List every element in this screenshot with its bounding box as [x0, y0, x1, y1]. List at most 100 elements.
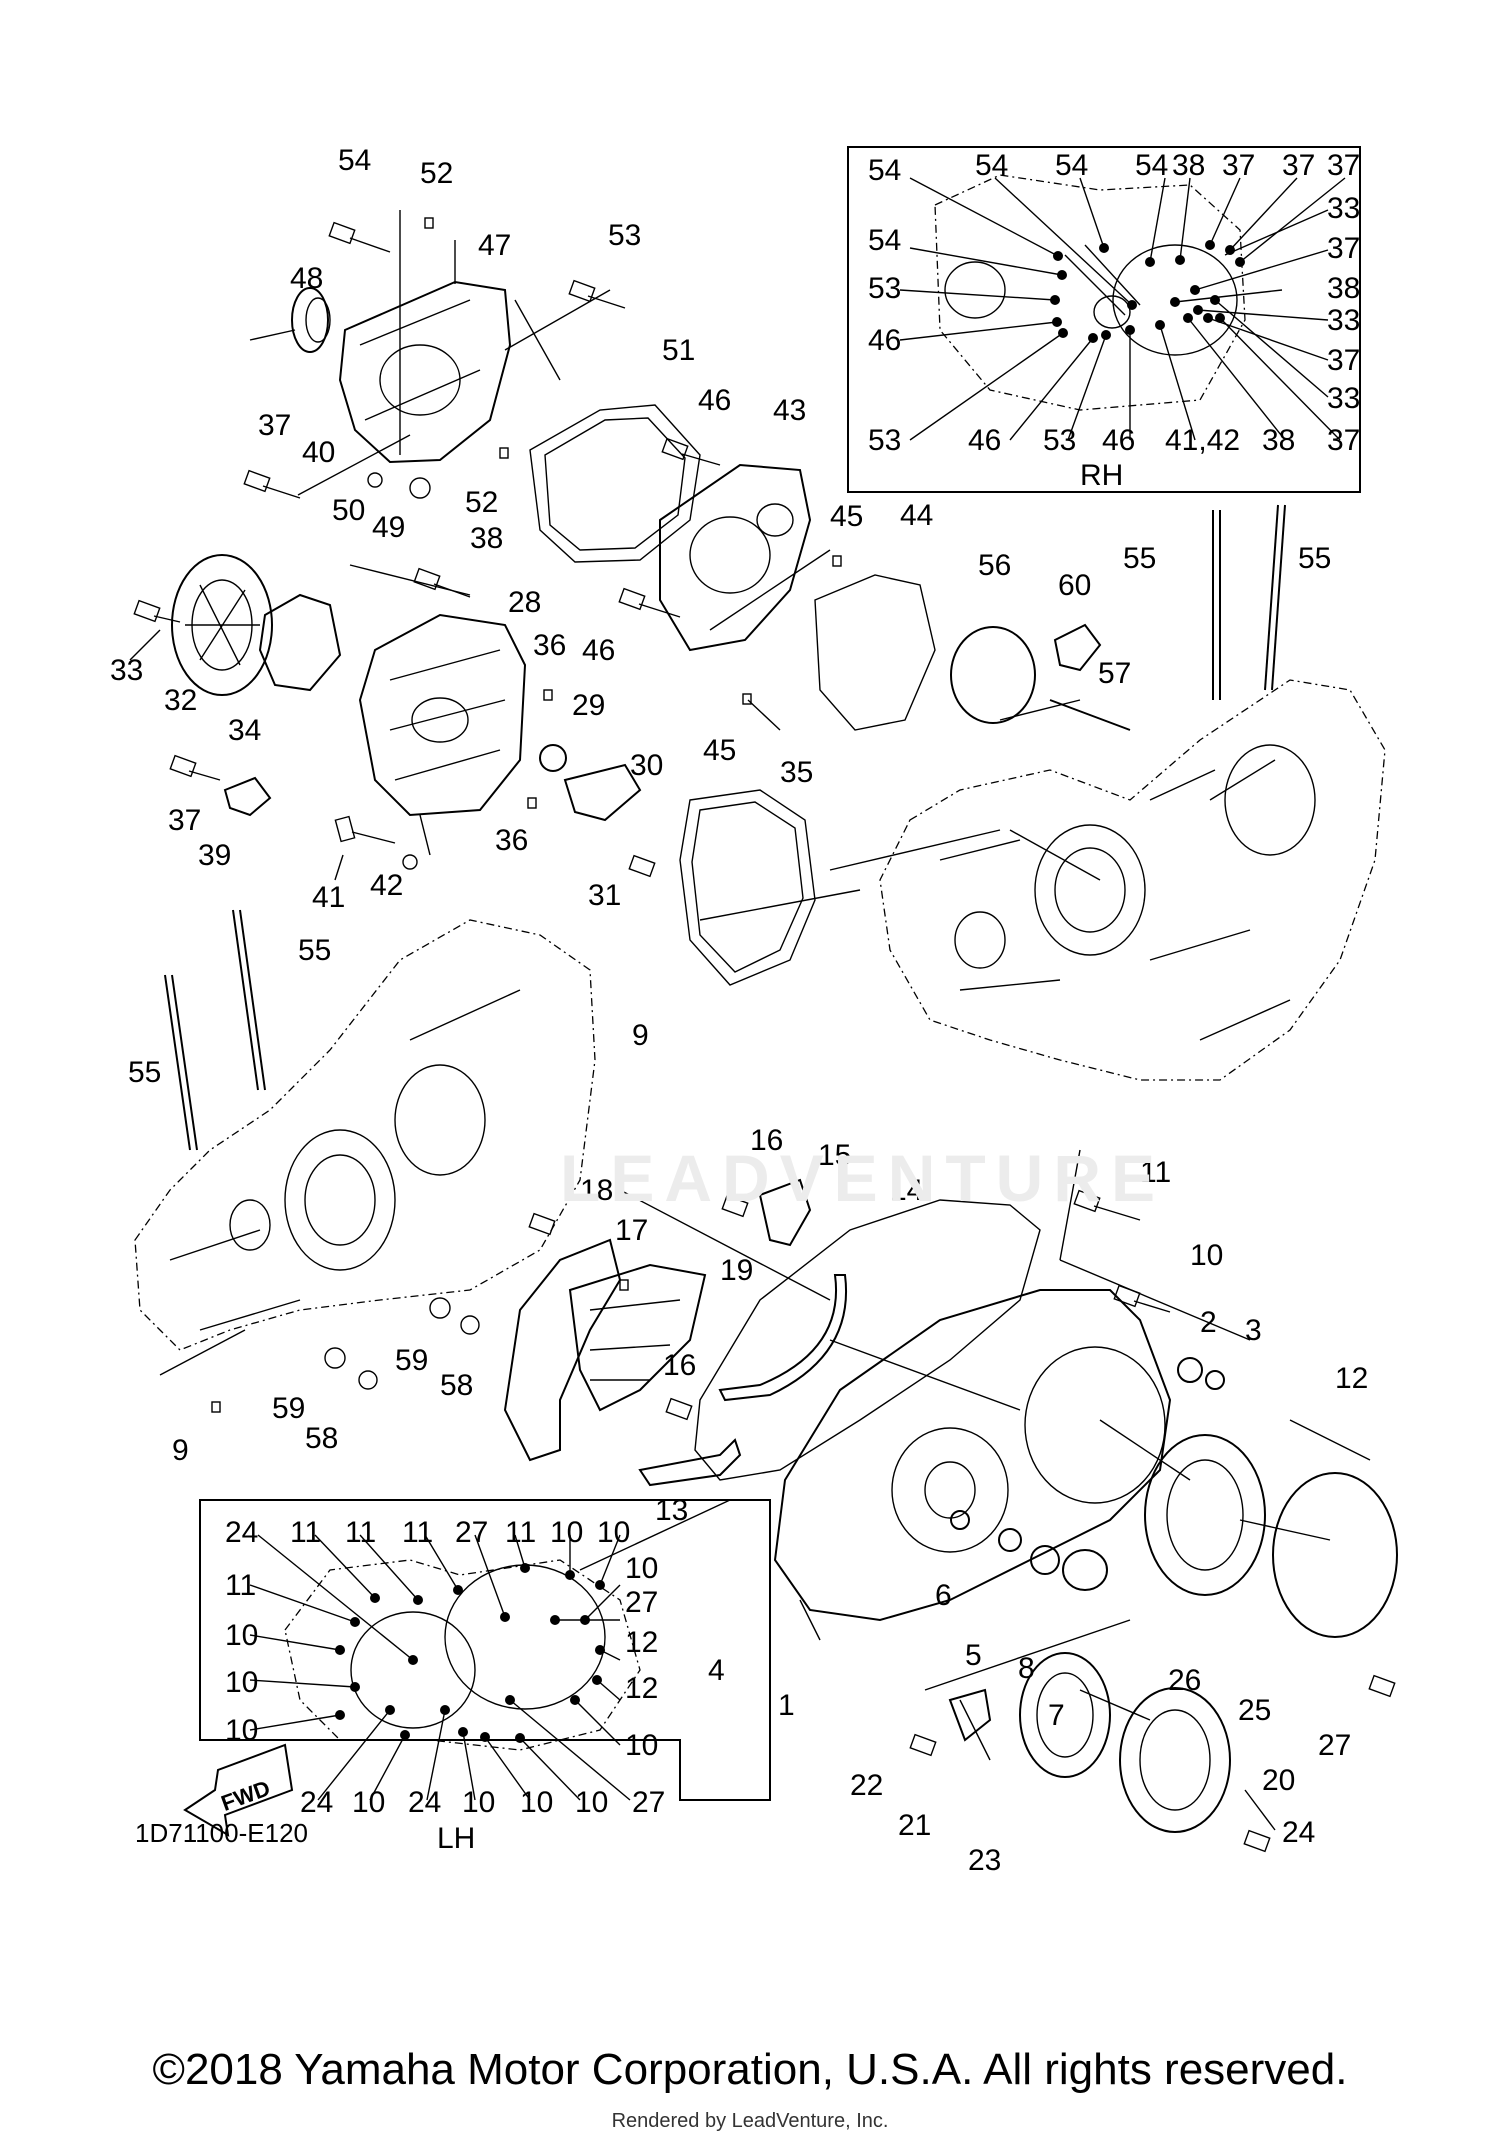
callout: 46	[582, 634, 615, 667]
callout: 30	[630, 749, 663, 782]
callout: 38	[470, 522, 503, 555]
left-crankcase-outline	[134, 919, 596, 1351]
lh-callout: 11	[225, 1569, 256, 1602]
callout: 55	[128, 1056, 161, 1089]
lh-callout: 24	[225, 1516, 258, 1549]
part-15-bracket	[758, 1178, 812, 1247]
right-crankcase	[879, 679, 1386, 1081]
lh-callout: 10	[575, 1786, 608, 1819]
lh-inset: 24 11 11 11 27 11 10 10 11 10 27 10 12 1…	[183, 1499, 771, 1855]
callout: 42	[370, 869, 403, 902]
callout: 51	[662, 334, 695, 367]
callout: 39	[198, 839, 231, 872]
part-5-plug	[998, 1528, 1022, 1552]
rh-inset: 54 54 54 54 38 37 37 37 33 54 37 53 38 3…	[847, 146, 1361, 493]
callout: 34	[228, 714, 261, 747]
rh-callout: 53	[868, 272, 901, 305]
part-1-crankcase-cover	[773, 1289, 1172, 1622]
lh-callout: 10	[225, 1619, 258, 1652]
callout: 55	[1123, 542, 1156, 575]
callout: 11	[1140, 1156, 1171, 1189]
callout: 7	[1048, 1699, 1065, 1732]
right-crankcase-outline	[879, 679, 1386, 1081]
lh-callout: 11	[505, 1516, 536, 1549]
part-13-guide	[638, 1438, 742, 1487]
callout: 37	[258, 409, 291, 442]
callout: 37	[168, 804, 201, 837]
callout: 55	[298, 934, 331, 967]
callout: 45	[830, 500, 863, 533]
callout: 18	[580, 1174, 613, 1207]
rh-callout: 41,42	[1165, 424, 1240, 457]
lower-cover-assembly	[159, 1149, 1398, 1853]
watermark: LEADVENTURE	[560, 1141, 1166, 1215]
callout: 49	[372, 511, 405, 544]
lh-callout: 12	[625, 1672, 658, 1705]
part-48-seal	[291, 287, 329, 353]
rh-callout: 33	[1327, 382, 1360, 415]
part-8-oring	[1030, 1545, 1060, 1575]
part-60	[1053, 623, 1102, 672]
part-28-housing	[358, 613, 527, 817]
part-7-plug	[1062, 1549, 1108, 1591]
callout: 58	[440, 1369, 473, 1402]
part-6	[950, 1510, 970, 1530]
rh-callout: 37	[1282, 149, 1315, 182]
lh-callout: 10	[625, 1729, 658, 1762]
part-43-cover	[659, 463, 812, 652]
lh-callout: 27	[455, 1516, 488, 1549]
rh-callout: 53	[1043, 424, 1076, 457]
part-21-plate	[948, 1688, 992, 1742]
callout: 2	[1200, 1306, 1217, 1339]
lh-callout: 10	[352, 1786, 385, 1819]
callout: 47	[478, 229, 511, 262]
callout: 28	[508, 586, 541, 619]
part-44-gasket	[814, 574, 936, 731]
part-20-cover	[1119, 1687, 1231, 1833]
callout: 41	[312, 881, 345, 914]
rh-case-outline	[934, 174, 1246, 411]
lh-callout: 27	[625, 1586, 658, 1619]
part-39-clamp	[223, 776, 272, 817]
callout: 54	[338, 144, 371, 177]
lh-callout: 11	[345, 1516, 376, 1549]
part-19-guide	[568, 1263, 707, 1412]
callouts: 54 52 53 47 48 51 46 43 37 40 50 49 52 4…	[110, 144, 1368, 1877]
rh-callout: 46	[1102, 424, 1135, 457]
lh-callout: 10	[225, 1714, 258, 1747]
callout: 55	[1298, 542, 1331, 575]
lh-inset-label: LH	[437, 1822, 475, 1855]
rh-callout: 37	[1327, 149, 1360, 182]
copyright-notice: ©2018 Yamaha Motor Corporation, U.S.A. A…	[152, 2045, 1348, 2094]
rh-callout: 54	[1135, 149, 1168, 182]
rh-callout: 37	[1327, 344, 1360, 377]
rh-cover-circle	[1112, 244, 1238, 356]
callout: 16	[750, 1124, 783, 1157]
callout: 9	[172, 1434, 189, 1467]
part-47-cover	[338, 280, 512, 464]
callout: 14	[890, 1174, 923, 1207]
rh-inset-label: RH	[1080, 459, 1123, 492]
part-23-ring	[1019, 1652, 1111, 1778]
callout: 24	[1282, 1816, 1315, 1849]
part-29-seal	[539, 744, 567, 772]
callout: 40	[302, 436, 335, 469]
rh-callout: 38	[1327, 272, 1360, 305]
lh-callout: 10	[520, 1786, 553, 1819]
diagram-code: 1D71100-E120	[135, 1818, 308, 1848]
callout: 5	[965, 1639, 982, 1672]
callout: 35	[780, 756, 813, 789]
callout: 32	[164, 684, 197, 717]
callout: 19	[720, 1254, 753, 1287]
callout: 60	[1058, 569, 1091, 602]
callout: 10	[1190, 1239, 1223, 1272]
callout: 15	[818, 1139, 851, 1172]
callout: 52	[420, 157, 453, 190]
left-crankcase	[134, 919, 596, 1351]
callout: 27	[1318, 1729, 1351, 1762]
lh-callout: 24	[408, 1786, 441, 1819]
part-17-plate	[503, 1238, 622, 1462]
callout: 8	[1018, 1652, 1035, 1685]
